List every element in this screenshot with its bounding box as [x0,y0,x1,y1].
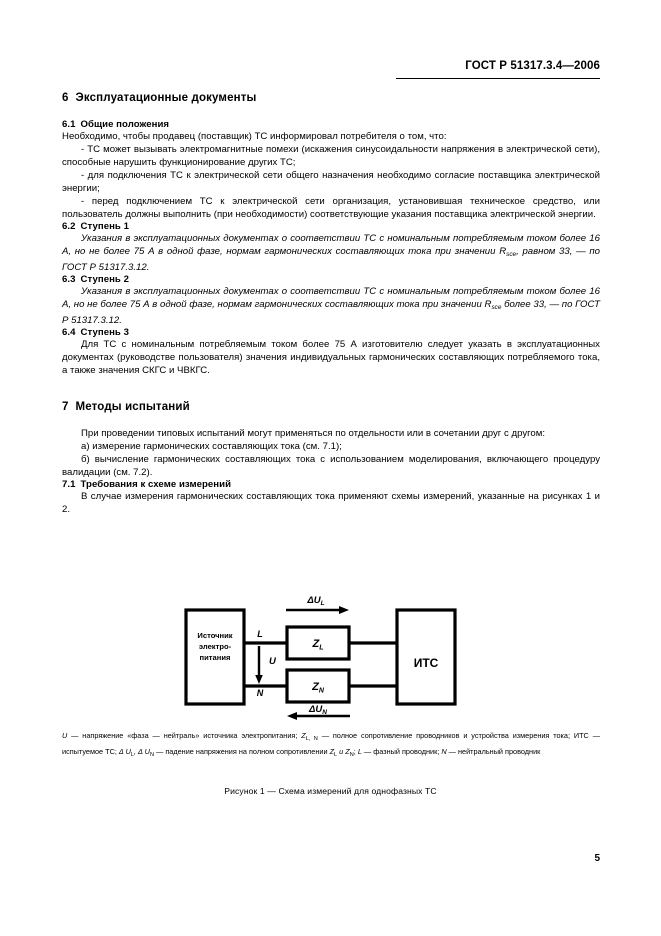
section-6-4-title: Ступень 3 [80,327,129,338]
section-7-item-b: б) вычисление гармонических составляющих… [62,454,600,478]
note-z2-symbol: Z [329,746,335,756]
figure-1-diagram: Источник электро- питания ZL ZN ИТС [0,588,661,720]
impedance-n-label: ZN [311,681,325,695]
note-z2-sub1: L [334,751,338,758]
drop-l-label: ΔUL [306,595,324,607]
section-6-1-bullet-2: - для подключения ТС к электрической сет… [62,170,600,194]
section-7-heading: 7 Методы испытаний [62,401,600,413]
section-6-title: Эксплуатационные документы [75,92,257,104]
section-6-3-text-a: Указания в эксплуатационных документах о… [62,286,600,310]
section-6-1-lead: Необходимо, чтобы продавец (поставщик) Т… [62,131,447,142]
section-7-1-title: Требования к схеме измерений [80,479,232,490]
note-z2-text: ; [353,746,358,756]
note-z-text: — полное сопротивление проводников и уст… [62,731,600,756]
figure-1-caption: Рисунок 1 — Схема измерений для однофазн… [224,786,437,796]
section-6-3-heading: 6.3 Ступень 2 [62,274,600,285]
note-du-sub2: N [149,751,154,758]
note-z2-symbol2: и Z [337,746,350,756]
rsce-symbol-2: R [484,299,492,310]
drop-n-label: ΔUN [308,704,327,716]
eut-label: ИТС [414,656,439,670]
section-6-heading: 6 Эксплуатационные документы [62,92,600,104]
section-6-2-title: Ступень 1 [80,221,129,232]
rsce-subscript: sce [506,251,517,258]
section-6-4-number: 6.4 [62,327,76,338]
drop-l-arrow-head [339,606,349,614]
section-7-1-number: 7.1 [62,479,76,490]
source-box-line2: электро- [199,642,232,651]
section-6-2-text-a: Указания в эксплуатационных документах о… [62,233,600,257]
section-6-4-text: Для ТС с номинальным потребляемым током … [62,339,600,376]
note-u-symbol: U [62,731,68,740]
section-7-1-heading: 7.1 Требования к схеме измерений [62,479,600,490]
section-6-3-number: 6.3 [62,274,76,285]
note-du-symbol2: , Δ U [133,746,150,756]
page-number: 5 [594,853,600,864]
note-z-sub: L, N [305,736,318,742]
drop-n-arrow-head [287,712,297,720]
page-header-standard-code: ГОСТ Р 51317.3.4—2006 [465,60,600,72]
section-6-3-title: Ступень 2 [80,274,129,285]
section-6-1-heading: 6.1 Общие положения [62,119,600,130]
note-du-sub1: L [130,751,134,758]
note-u-text: — напряжение «фаза — нейтраль» источника… [67,731,302,740]
section-6-2-number: 6.2 [62,221,76,232]
section-6-2-heading: 6.2 Ступень 1 [62,221,600,232]
section-6-1-bullet-3: - перед подключением ТС к электрической … [62,196,600,220]
impedance-l-label: ZL [311,638,323,652]
note-du-text: — падение напряжения на полном сопротивл… [154,746,330,756]
eut-box [395,608,457,706]
note-l-symbol: L [357,746,362,756]
conductor-l-label: L [257,629,263,639]
section-7-title: Методы испытаний [75,401,190,413]
voltage-u-arrow-head [255,675,263,684]
note-n-symbol: N [441,746,447,756]
document-body: 6 Эксплуатационные документы 6.1 Общие пол… [62,92,600,516]
section-6-3-text-b: более 33, — по ГОСТ Р 51317.3.12. [62,299,600,326]
rsce-symbol: R [499,246,507,257]
section-7-1-text: В случае измерения гармонических составл… [62,491,600,515]
source-box-line1: Источник [197,631,232,640]
voltage-u-label: U [269,656,277,667]
section-6-4-heading: 6.4 Ступень 3 [62,327,600,338]
note-du-symbol: Δ U [118,746,131,756]
section-6-number: 6 [62,92,69,104]
figure-1: Источник электро- питания ZL ZN ИТС [0,588,661,720]
conductor-n-label: N [257,688,264,698]
section-6-1-title: Общие положения [80,119,170,130]
note-l-text: — фазный проводник; [361,746,442,756]
measurement-circuit-svg: Источник электро- питания ZL ZN ИТС [184,595,457,720]
note-z-symbol: Z [301,731,306,740]
figure-1-note: U — напряжение «фаза — нейтраль» источни… [62,730,600,761]
section-7-number: 7 [62,401,69,413]
section-6-1-bullet-1: - ТС может вызывать электромагнитные пом… [62,144,600,168]
header-rule [396,78,600,79]
section-6-2-text-b: , равном 33, — по ГОСТ Р 51317.3.12. [62,246,601,273]
source-box [184,608,246,706]
rsce-subscript-2: sce [491,304,502,311]
section-6-1-number: 6.1 [62,119,76,130]
note-z2-sub2: N [349,751,354,758]
note-n-text: — нейтральный проводник [446,746,541,756]
section-7-item-a: а) измерение гармонических составляющих … [81,441,342,452]
section-7-lead: При проведении типовых испытаний могут п… [81,428,546,439]
source-box-line3: питания [200,653,231,662]
section-6-2-text: Указания в эксплуатационных документах о… [62,232,600,274]
section-6-3-text: Указания в эксплуатационных документах о… [62,285,600,327]
